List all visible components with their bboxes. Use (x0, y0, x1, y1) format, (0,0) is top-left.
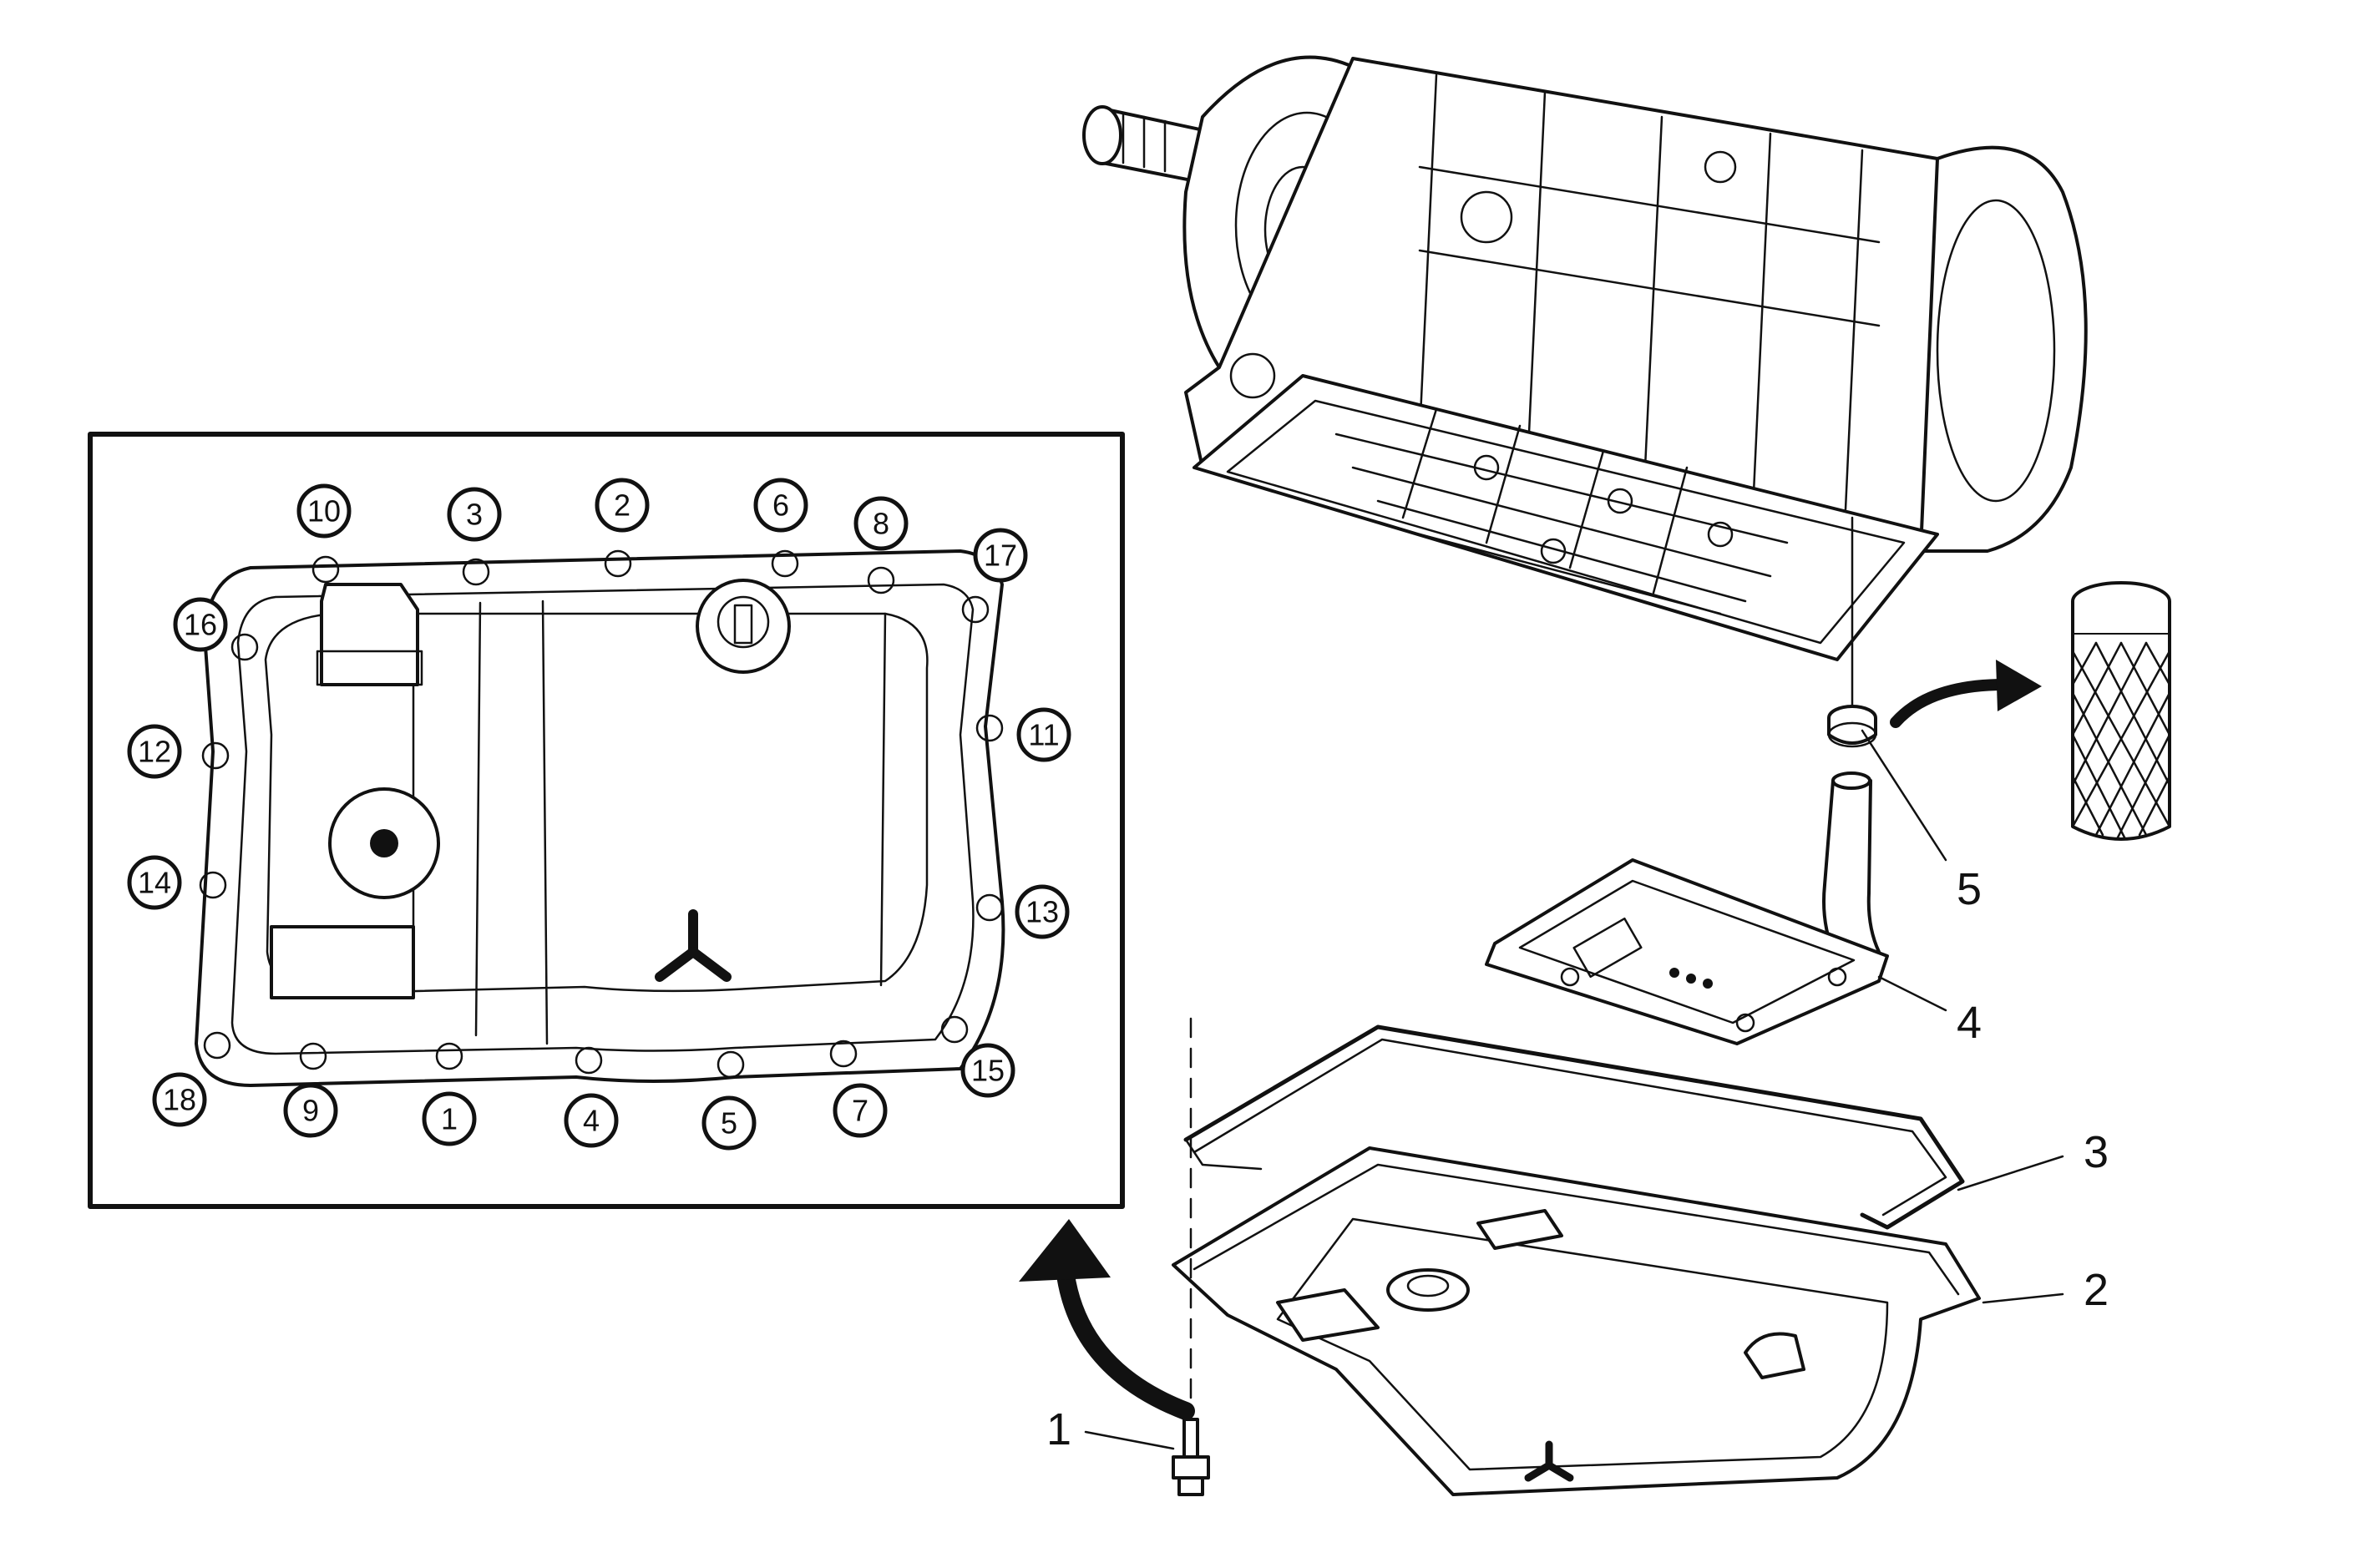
transmission-filter (1485, 771, 1889, 1045)
bolt-hole (940, 1015, 969, 1044)
bolt-hole (299, 1042, 327, 1070)
bolt-sequence-marker: 15 (960, 1043, 1015, 1098)
bolt-hole (435, 1042, 463, 1070)
bolt-sequence-marker: 13 (1015, 884, 1070, 939)
bolt-hole (604, 549, 632, 578)
bolt-hole (975, 714, 1004, 742)
bolt-hole (201, 741, 230, 770)
leader-lines (1084, 729, 2064, 1450)
bolt-hole (771, 549, 799, 578)
callout-2: 2 (2084, 1265, 2109, 1315)
bolt-sequence-marker: 10 (296, 483, 352, 539)
bolt-hole (203, 1031, 231, 1060)
callout-3: 3 (2084, 1127, 2109, 1177)
bolt-sequence-circle (833, 1083, 888, 1138)
bolt-sequence-marker: 7 (833, 1083, 888, 1138)
bolt-sequence-number: 14 (138, 866, 171, 900)
callout-5: 5 (1957, 864, 1982, 914)
bolt-sequence-circle (1015, 884, 1070, 939)
bolt-sequence-circle (1016, 707, 1071, 762)
bolt-sequence-marker: 5 (701, 1095, 757, 1151)
bolt-sequence-number: 3 (466, 498, 483, 532)
bolt-sequence-circle (973, 528, 1028, 583)
bolt-hole (199, 871, 227, 899)
bolt-sequence-number: 7 (852, 1094, 868, 1128)
bolt-sequence-number: 8 (873, 507, 889, 541)
bolt-sequence-circle (701, 1095, 757, 1151)
bolt-hole (575, 1046, 603, 1075)
bolt-sequence-number: 18 (163, 1083, 196, 1117)
bolt-sequence-marker: 9 (283, 1083, 338, 1138)
bolt-sequence-circle (152, 1072, 207, 1127)
bolt-holes (199, 549, 1004, 1079)
bolt-hole (462, 558, 490, 586)
bolt-hole (961, 595, 990, 624)
transmission-case (1082, 55, 2088, 661)
bolt-sequence-marker: 8 (853, 496, 909, 551)
callout-1: 1 (1046, 1404, 1071, 1454)
bolt-sequence-marker: 12 (127, 724, 182, 779)
bolt-sequence-number: 17 (984, 539, 1017, 573)
bolt-sequence-number: 12 (138, 735, 171, 769)
bolt-sequence-number: 5 (721, 1106, 737, 1141)
bolt-hole (311, 555, 340, 584)
pan-bolt (1172, 1017, 1210, 1496)
callout-labels: 1 2 3 4 5 (1046, 864, 2109, 1454)
bolt-sequence-marker: 16 (173, 597, 228, 652)
bolt-hole (975, 893, 1004, 922)
bolt-sequence-number: 13 (1025, 895, 1059, 929)
bolt-sequence-marker: 6 (753, 478, 808, 533)
bolt-hole (867, 566, 895, 594)
filter-seal (1827, 516, 1877, 748)
tri-star-mark (655, 909, 732, 982)
bolt-sequence-circle (127, 855, 182, 910)
bolt-sequence-circle (173, 597, 228, 652)
bolt-sequence-circle (296, 483, 352, 539)
bolt-sequence-circle (283, 1083, 338, 1138)
bolt-sequence-circle (127, 724, 182, 779)
bolt-sequence-number: 1 (441, 1102, 458, 1136)
curved-arrow-icon (1019, 1219, 1195, 1420)
strainer-screen (2071, 581, 2171, 841)
bolt-sequence-number: 15 (971, 1054, 1005, 1088)
bolt-sequence-circle (753, 478, 808, 533)
bolt-sequence-circle (422, 1091, 477, 1146)
bolt-sequence-marker: 11 (1016, 707, 1071, 762)
curved-arrow-small-icon (1890, 660, 2042, 728)
bolt-sequence-circle (853, 496, 909, 551)
bolt-sequence-marker: 1 (422, 1091, 477, 1146)
bolt-sequence-marker: 17 (973, 528, 1028, 583)
bolt-sequence-number: 9 (302, 1094, 319, 1128)
bolt-sequence-circle (447, 487, 502, 542)
bolt-sequence-marker: 14 (127, 855, 182, 910)
oil-pan (1172, 1146, 1981, 1496)
bolt-hole (829, 1040, 858, 1068)
bolt-sequence-number: 6 (772, 488, 789, 523)
bolt-sequence-circle (564, 1093, 619, 1148)
bolt-hole (230, 633, 259, 661)
bolt-sequence-number: 4 (583, 1104, 600, 1138)
bolt-sequence-number: 2 (614, 488, 630, 523)
bolt-sequence-marker: 18 (152, 1072, 207, 1127)
bolt-sequence-marker: 2 (595, 478, 650, 533)
bolt-sequence-number: 10 (307, 494, 341, 529)
bolt-sequence-marker: 4 (564, 1093, 619, 1148)
bolt-hole (717, 1050, 745, 1079)
bolt-sequence-number: 16 (184, 608, 217, 642)
bolt-sequence-circle (595, 478, 650, 533)
callout-4: 4 (1957, 998, 1982, 1048)
bolt-sequence-number: 11 (1028, 718, 1059, 752)
bolt-sequence-marker: 3 (447, 487, 502, 542)
bolt-sequence-circle (960, 1043, 1015, 1098)
